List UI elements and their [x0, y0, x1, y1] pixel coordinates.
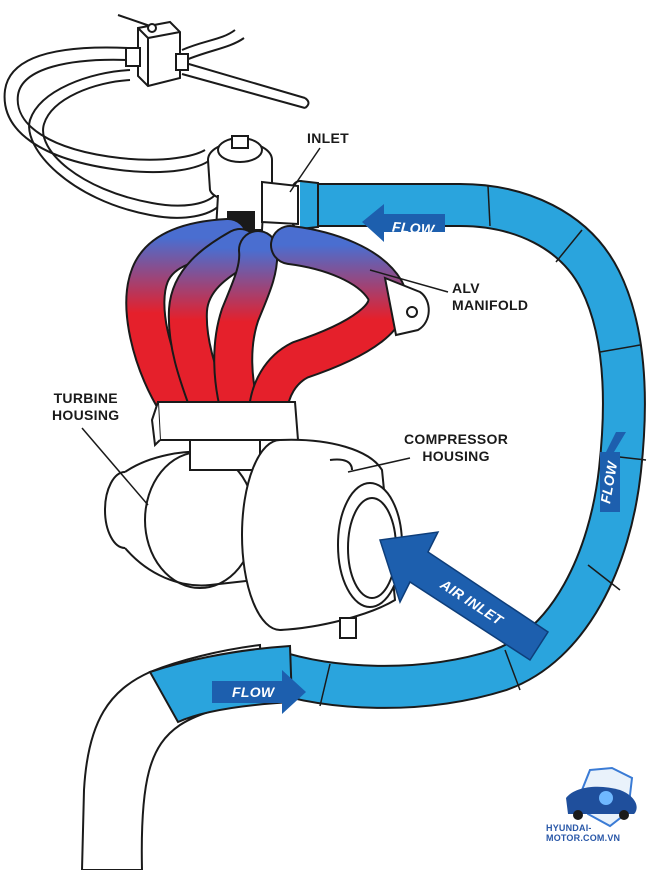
flow-top-label: FLOW — [391, 218, 435, 238]
compressor-housing — [241, 438, 403, 639]
manifold-flange — [150, 276, 430, 448]
flow-arrow-top — [362, 204, 445, 242]
leader-lines — [81, 147, 449, 506]
compressor-housing-label: COMPRESSOR HOUSING — [404, 431, 509, 464]
watermark-logo-icon — [566, 766, 637, 828]
inlet-label: INLET — [307, 130, 349, 146]
turbine-housing-label: TURBINE HOUSING — [52, 390, 120, 423]
vacuum-hoses — [3, 14, 310, 219]
flow-arrow-bottom — [212, 670, 306, 714]
alv-manifold-label: ALV MANIFOLD — [452, 280, 529, 313]
flow-bottom-label: FLOW — [232, 684, 275, 700]
flow-arrow-right — [600, 432, 626, 512]
turbine-housing — [104, 439, 261, 589]
watermark-text: HYUNDAI-MOTOR.COM.VN — [546, 823, 621, 843]
solenoid-valve — [125, 20, 189, 88]
alv-manifold-runners — [125, 218, 408, 430]
air-inlet-arrow — [379, 531, 550, 662]
